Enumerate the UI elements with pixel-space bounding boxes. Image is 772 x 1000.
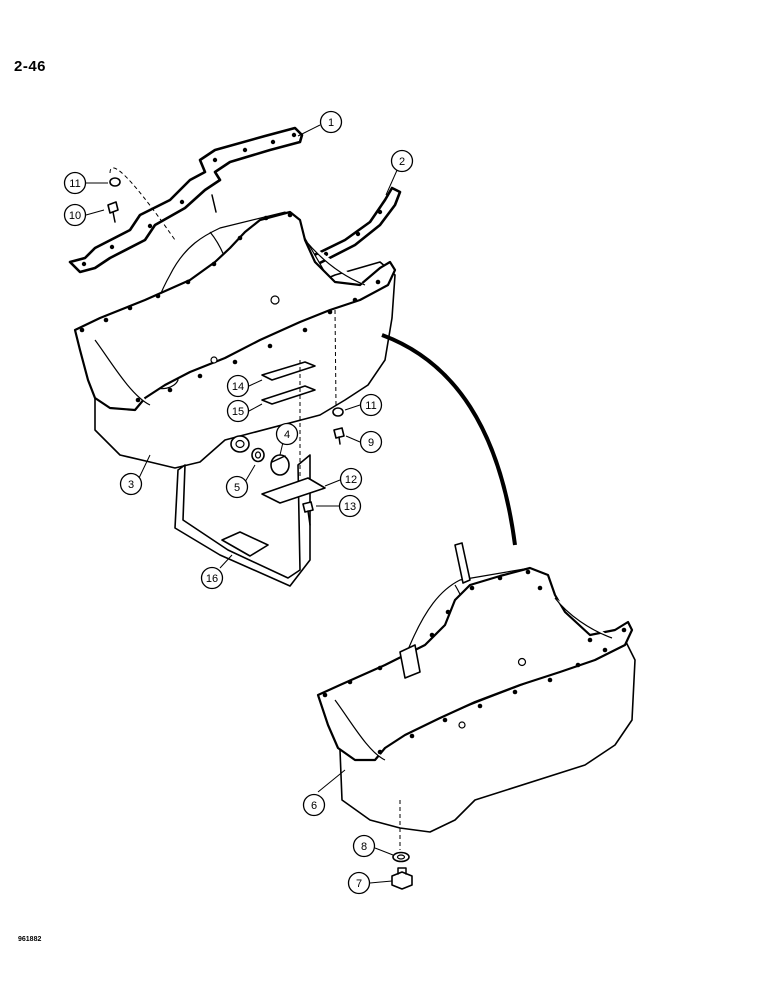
- callout-2: 2: [390, 149, 414, 173]
- gasket-left: [68, 126, 304, 274]
- callout-8: 8: [352, 834, 376, 858]
- callout-3: 3: [119, 472, 143, 496]
- callout-14: 14: [226, 374, 250, 398]
- lower-drain-assembly: [391, 800, 413, 890]
- callout-11-right: 11: [359, 393, 383, 417]
- svg-text:13: 13: [344, 501, 356, 513]
- callout-16: 16: [200, 566, 224, 590]
- svg-text:11: 11: [69, 178, 80, 190]
- svg-text:3: 3: [128, 479, 134, 491]
- callout-5: 5: [225, 475, 249, 499]
- callout-12: 12: [339, 467, 363, 491]
- svg-text:4: 4: [284, 429, 290, 441]
- svg-text:5: 5: [234, 482, 240, 494]
- svg-text:8: 8: [361, 841, 367, 853]
- svg-text:16: 16: [206, 573, 218, 585]
- svg-text:11: 11: [365, 400, 376, 412]
- shims: [261, 361, 316, 405]
- svg-text:9: 9: [368, 437, 374, 449]
- fasteners: [107, 177, 345, 526]
- callout-6: 6: [302, 793, 326, 817]
- callout-13: 13: [338, 494, 362, 518]
- callout-4: 4: [275, 422, 299, 446]
- page-number: 2-46: [14, 58, 47, 75]
- callout-11-top: 11: [63, 171, 87, 195]
- svg-text:1: 1: [328, 117, 334, 129]
- callout-10: 10: [63, 203, 87, 227]
- drawing-code: 961882: [18, 936, 42, 943]
- svg-text:14: 14: [232, 381, 244, 393]
- callout-9: 9: [359, 430, 383, 454]
- support-bracket: [174, 454, 311, 587]
- svg-text:10: 10: [69, 210, 81, 222]
- oil-pan-upper: [73, 194, 397, 469]
- callout-7: 7: [347, 871, 371, 895]
- svg-text:15: 15: [232, 406, 244, 418]
- leader-lines: [85, 124, 399, 884]
- svg-text:2: 2: [399, 156, 405, 168]
- callout-15: 15: [226, 399, 250, 423]
- mounting-plate: [261, 477, 326, 504]
- transition-arrow: [381, 333, 517, 546]
- svg-text:12: 12: [345, 474, 357, 486]
- svg-text:6: 6: [311, 800, 317, 812]
- drain-plug-assembly: [251, 447, 290, 476]
- oil-pan-lower: [316, 542, 636, 833]
- svg-text:7: 7: [356, 878, 362, 890]
- callout-1: 1: [319, 110, 343, 134]
